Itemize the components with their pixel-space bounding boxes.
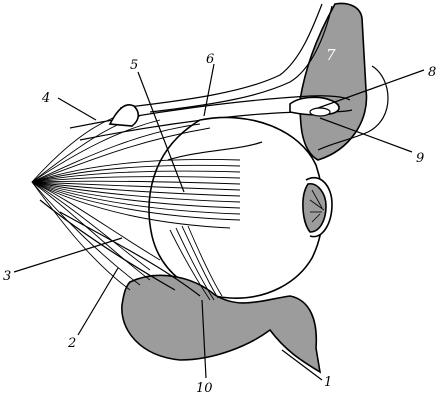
leader-8 [317,69,425,109]
label-5: 5 [130,58,138,73]
leader-6 [203,63,215,117]
label-7: 7 [326,46,336,64]
label-9: 9 [416,151,424,166]
leader-5 [137,71,185,193]
leader-3 [13,237,123,273]
label-8: 8 [428,65,436,80]
muscle-fibers [31,111,241,291]
label-6: 6 [206,52,214,67]
superior-cusp [108,104,140,127]
label-4: 4 [41,91,50,106]
leader-10 [201,299,207,379]
label-1: 1 [324,375,332,390]
eyeball-fold [167,141,263,161]
label-10: 10 [196,381,213,396]
iris [302,183,327,233]
lower-fat-pad [121,274,322,374]
inferior-fibers [169,225,223,301]
trochlea [309,107,331,117]
upper-fat-pad [299,2,368,161]
leader-9 [319,117,413,153]
label-3: 3 [3,269,11,284]
leader-2 [77,267,119,336]
pupil-lines [309,189,325,223]
inferior-rectus [59,211,201,297]
levator-muscle-line-1 [119,3,323,109]
leader-1 [281,349,323,381]
upper-eyelid [317,65,389,151]
label-2: 2 [67,336,76,351]
levator-muscle-line-2 [149,5,333,113]
inferior-rectus-lower [39,199,176,291]
leader-4 [57,97,97,121]
